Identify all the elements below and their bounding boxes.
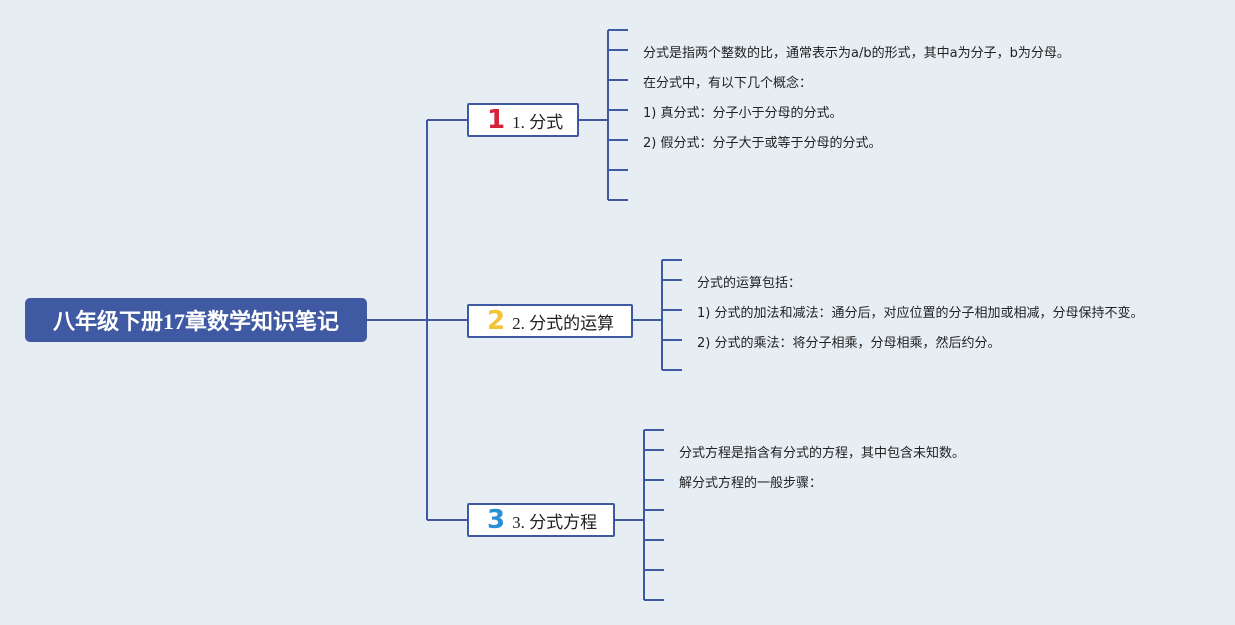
branch-node-fractional-equations[interactable]: 3 3. 分式方程 [467, 503, 615, 537]
leaf-text[interactable]: 解分式方程的一般步骤： [679, 476, 823, 491]
leaf-text[interactable]: 1) 分式的加法和减法：通分后，对应位置的分子相加或相减，分母保持不变。 [697, 306, 1144, 321]
number-2-icon: 2 [487, 306, 506, 336]
leaf-text[interactable]: 分式是指两个整数的比，通常表示为a/b的形式，其中a为分子，b为分母。 [643, 46, 1070, 61]
branch-label: 1. 分式 [512, 112, 564, 132]
branch-label: 2. 分式的运算 [512, 313, 615, 333]
leaf-text[interactable]: 2) 分式的乘法：将分子相乘，分母相乘，然后约分。 [697, 336, 1001, 351]
root-title: 八年级下册17章数学知识笔记 [52, 309, 339, 334]
number-1-icon: 1 [487, 105, 506, 135]
leaf-text[interactable]: 分式方程是指含有分式的方程，其中包含未知数。 [679, 446, 966, 461]
branch-node-fractions[interactable]: 1 1. 分式 [467, 103, 579, 137]
branch-label: 3. 分式方程 [512, 512, 598, 532]
leaf-text[interactable]: 分式的运算包括： [697, 276, 802, 291]
root-node[interactable]: 八年级下册17章数学知识笔记 [25, 298, 367, 342]
leaf-text[interactable]: 在分式中，有以下几个概念： [643, 76, 813, 91]
leaf-text[interactable]: 2) 假分式：分子大于或等于分母的分式。 [643, 136, 882, 151]
number-3-icon: 3 [487, 505, 506, 535]
branch-node-fraction-operations[interactable]: 2 2. 分式的运算 [467, 304, 633, 338]
leaf-text[interactable]: 1) 真分式：分子小于分母的分式。 [643, 106, 843, 121]
